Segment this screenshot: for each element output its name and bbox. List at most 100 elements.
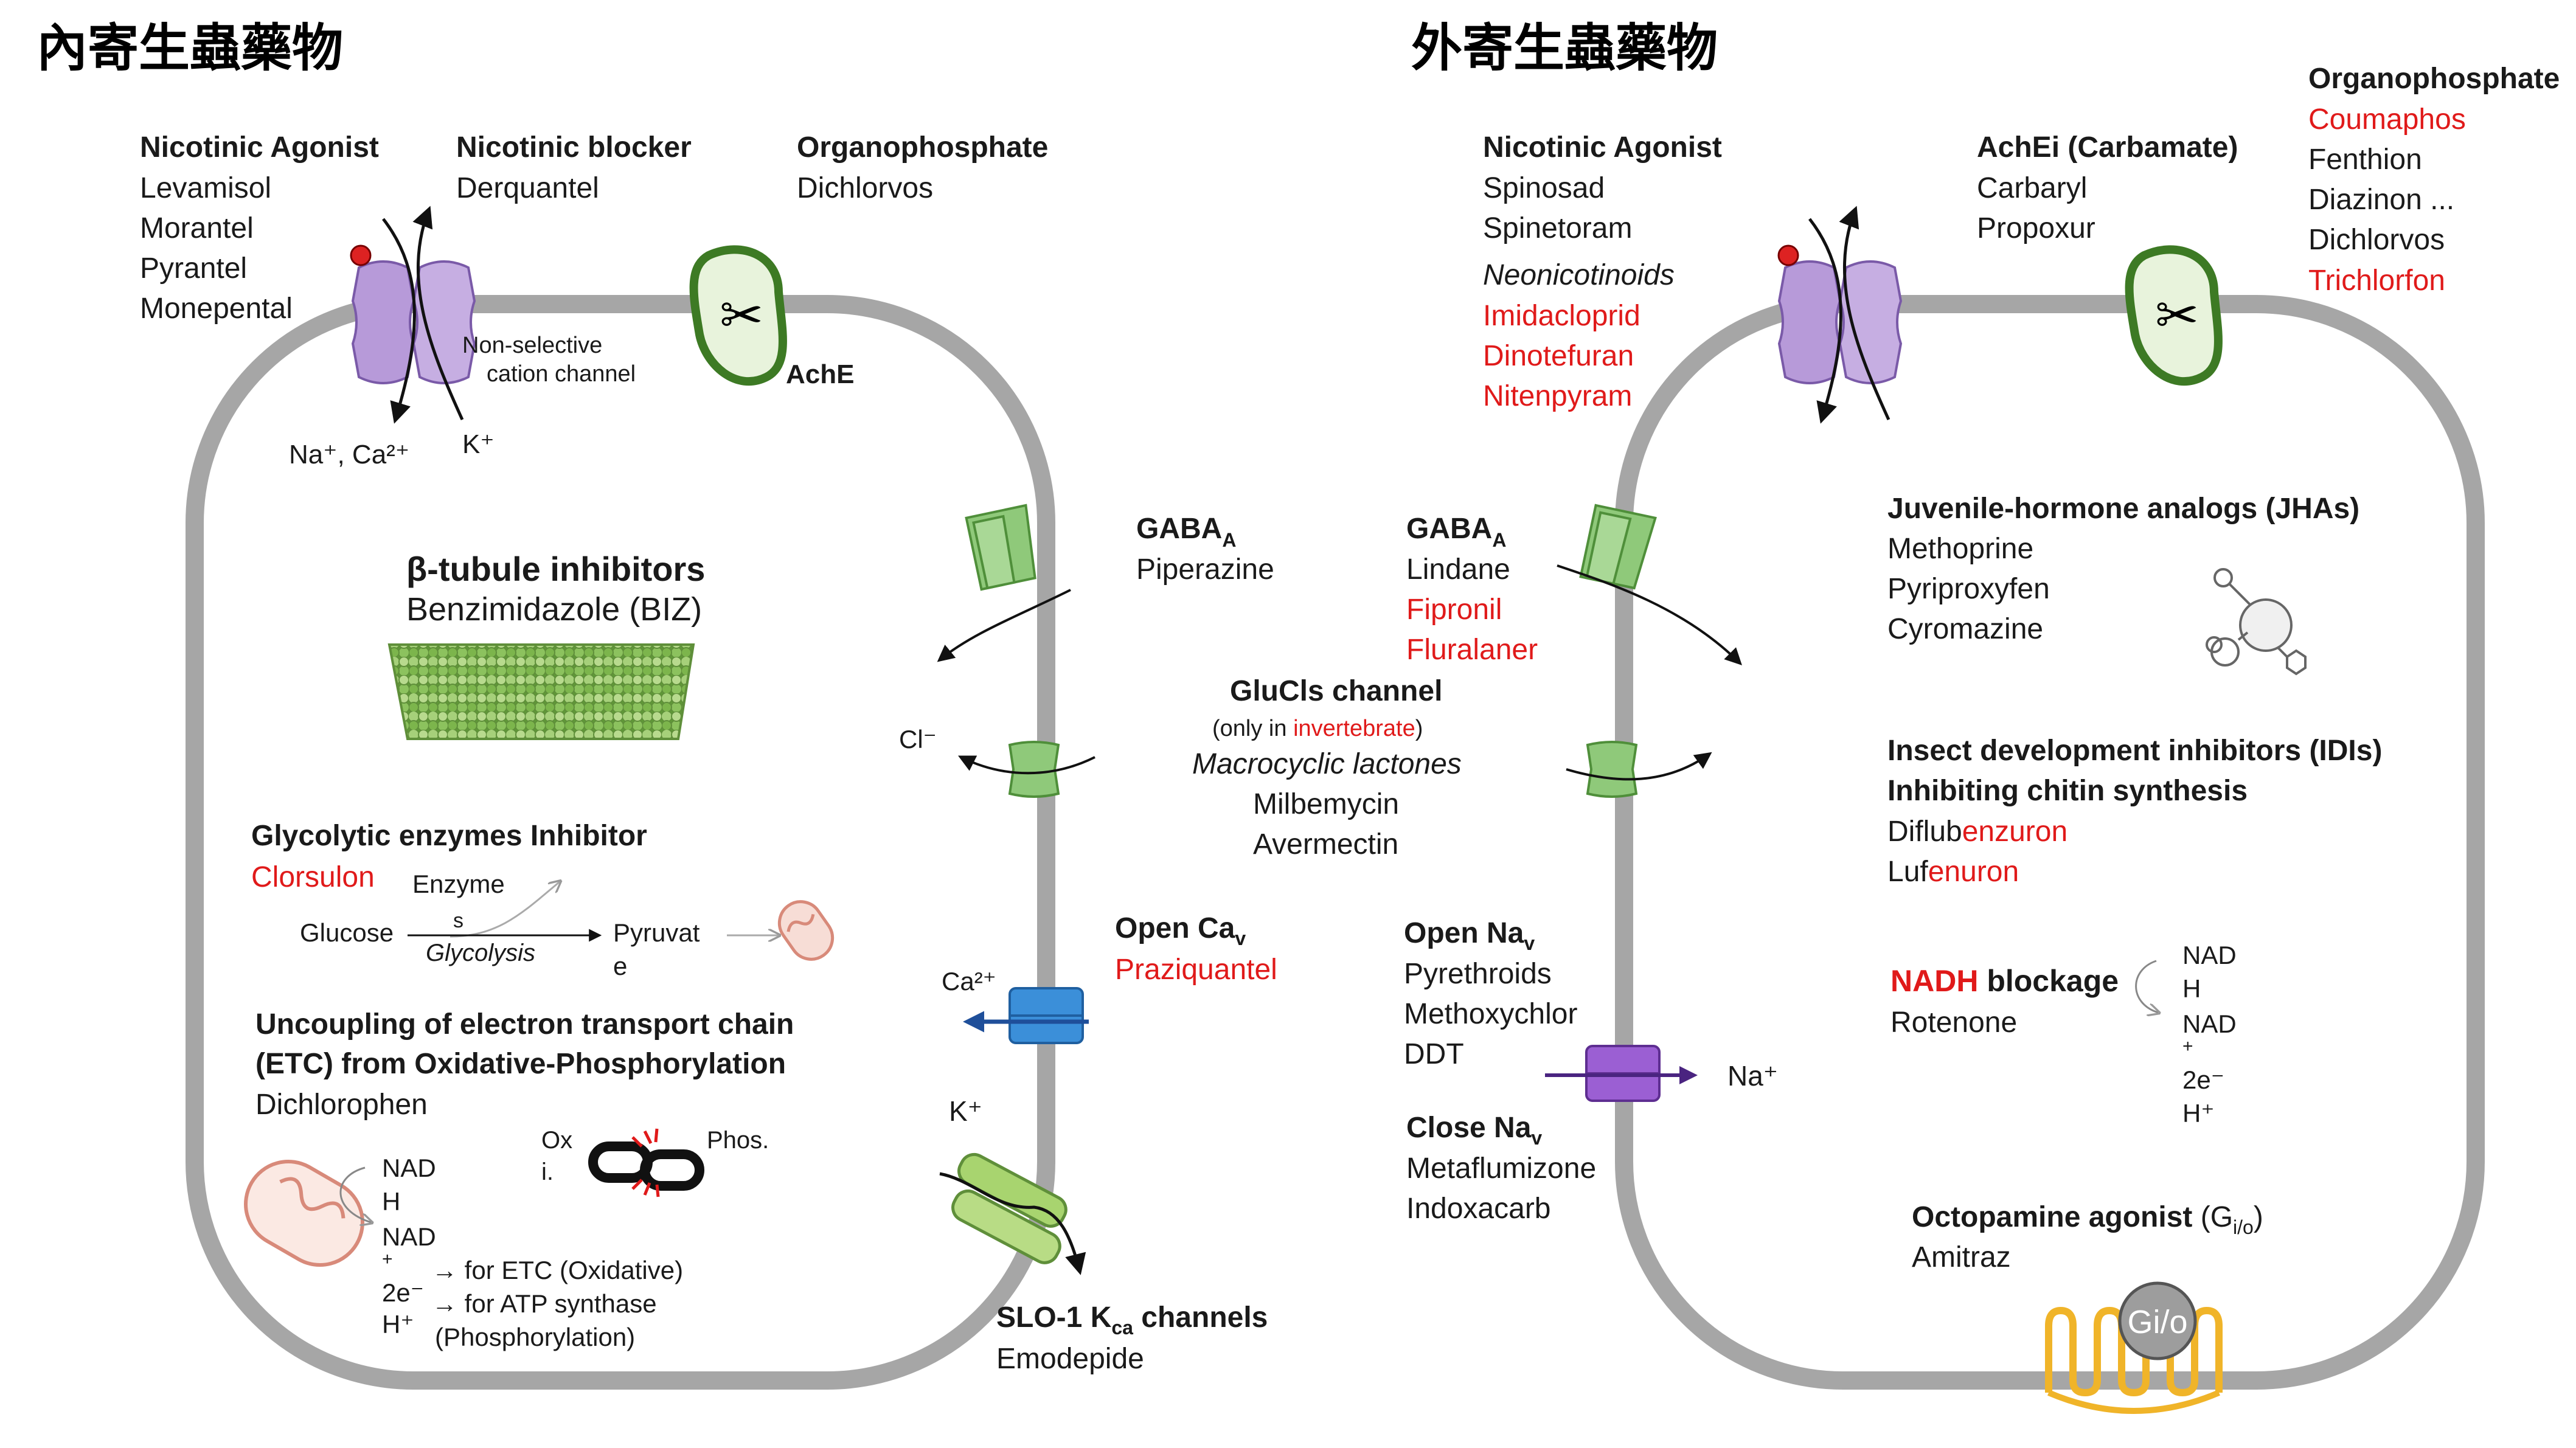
label-title: Nicotinic Agonist bbox=[1483, 131, 1722, 164]
nad-label-plus: + bbox=[2182, 1036, 2193, 1056]
beta-tubule-title: β-tubule inhibitors bbox=[406, 550, 705, 588]
nadh-label-line2: H bbox=[382, 1187, 400, 1216]
drug-name: Pyrantel bbox=[140, 252, 247, 285]
cation-efflux-arrow bbox=[412, 206, 464, 421]
right-nicotinic-agonist: Nicotinic Agonist Spinosad Spinetoram Ne… bbox=[1483, 131, 1722, 412]
nicotinic-channel-left bbox=[350, 206, 476, 424]
open-na-drug: Methoxychlor bbox=[1404, 998, 1577, 1030]
gaba-left-title: GABAA bbox=[1136, 513, 1236, 551]
proton-label: H⁺ bbox=[382, 1310, 414, 1339]
left-panel-heading: 內寄生蟲藥物 bbox=[36, 18, 343, 78]
ache-enzyme-left: ✂ bbox=[689, 245, 787, 386]
glycolytic-title: Glycolytic enzymes Inhibitor bbox=[251, 820, 647, 852]
jha-drug: Methoprine bbox=[1887, 533, 2033, 565]
drug-name: Coumaphos bbox=[2308, 103, 2466, 136]
drug-class: Neonicotinoids bbox=[1483, 259, 1675, 291]
potassium-ion-label: K⁺ bbox=[949, 1095, 982, 1127]
channel-label-line2: cation channel bbox=[487, 361, 636, 387]
right-organophosphate: Organophosphate Coumaphos Fenthion Diazi… bbox=[2308, 63, 2560, 297]
ions-in-label: Na⁺, Ca²⁺ bbox=[289, 440, 409, 469]
right-panel-heading: 外寄生蟲藥物 bbox=[1411, 18, 1718, 78]
molecule-icon bbox=[2206, 568, 2307, 676]
close-na-drug: Indoxacarb bbox=[1406, 1193, 1551, 1225]
scissors-icon: ✂ bbox=[2155, 286, 2199, 345]
nicotinic-channel-right bbox=[1777, 206, 1903, 424]
etc-line: → for ETC (Oxidative) bbox=[432, 1256, 683, 1284]
achei-drug: Carbaryl bbox=[1977, 172, 2087, 204]
ache-enzyme-right: ✂ bbox=[2125, 245, 2223, 386]
nadh-label: NAD bbox=[2182, 941, 2237, 969]
nad-label-plus: + bbox=[382, 1249, 393, 1269]
nadh-blockage-title: NADH blockage bbox=[1890, 964, 2119, 998]
open-na-title: Open Nav bbox=[1404, 917, 1535, 954]
glucl-channel-left bbox=[957, 741, 1095, 798]
electron-label: 2e⁻ bbox=[382, 1278, 424, 1307]
tubule-icon bbox=[387, 643, 695, 740]
achei-title: AchEi (Carbamate) bbox=[1977, 131, 2238, 164]
sodium-ion-label: Na⁺ bbox=[1727, 1060, 1778, 1092]
open-na-drug: Pyrethroids bbox=[1404, 958, 1552, 990]
drug-name: Spinosad bbox=[1483, 172, 1605, 204]
macrocyclic-drug: Avermectin bbox=[1253, 828, 1398, 861]
glucose-label: Glucose bbox=[300, 918, 394, 947]
slo1-title: SLO-1 Kca channels bbox=[996, 1301, 1268, 1339]
mitochondrion-icon-large bbox=[244, 1160, 364, 1267]
jha-drug: Pyriproxyfen bbox=[1887, 573, 2050, 605]
drug-name: Diazinon ... bbox=[2308, 184, 2454, 216]
enzyme-label-line2: s bbox=[453, 909, 463, 932]
drug-name: Spinetoram bbox=[1483, 212, 1632, 244]
uncoupling-title-line2: (ETC) from Oxidative-Phosphorylation bbox=[255, 1048, 786, 1080]
chloride-ion-label: Cl⁻ bbox=[899, 725, 937, 753]
octopamine-title: Octopamine agonist (Gi/o) bbox=[1912, 1201, 2263, 1238]
proton-label: H⁺ bbox=[2182, 1099, 2215, 1128]
idi-title-line2: Inhibiting chitin synthesis bbox=[1887, 775, 2248, 807]
left-cell-membrane bbox=[186, 295, 1055, 1390]
uncoupling-drug: Dichlorophen bbox=[255, 1089, 428, 1121]
drug-name: Levamisol bbox=[140, 172, 271, 204]
gaba-right-drug: Lindane bbox=[1406, 553, 1510, 586]
glucl-channel-right bbox=[1566, 741, 1712, 798]
glycolytic-drug: Clorsulon bbox=[251, 861, 375, 893]
enzyme-label: Enzyme bbox=[412, 870, 505, 898]
electron-label: 2e⁻ bbox=[2182, 1065, 2224, 1094]
slo1-channel-left bbox=[939, 1152, 1086, 1275]
oxi-label: Ox bbox=[541, 1127, 572, 1154]
drug-name: Monepental bbox=[140, 293, 293, 325]
pyruvate-label-line2: e bbox=[613, 952, 627, 980]
gaba-left-drug: Piperazine bbox=[1136, 553, 1274, 586]
gio-label: Gi/o bbox=[2127, 1304, 2187, 1340]
left-organophosphate-drug: Dichlorvos bbox=[797, 172, 933, 204]
idi-title-line1: Insect development inhibitors (IDIs) bbox=[1887, 735, 2382, 767]
label-title: Nicotinic Agonist bbox=[140, 131, 379, 164]
agonist-ligand-icon bbox=[1777, 244, 1799, 266]
gaba-right-drug: Fluralaner bbox=[1406, 634, 1538, 666]
na-channel-right bbox=[1545, 1045, 1698, 1102]
nadh-blockage-drug: Rotenone bbox=[1890, 1006, 2017, 1039]
calcium-ion-label: Ca²⁺ bbox=[942, 967, 996, 996]
nadh-label-line2: H bbox=[2182, 974, 2201, 1003]
phos-line: (Phosphorylation) bbox=[435, 1323, 635, 1351]
jha-drug: Cyromazine bbox=[1887, 613, 2043, 645]
beta-tubule-drug: Benzimidazole (BIZ) bbox=[406, 591, 702, 628]
left-nicotinic-agonist: Nicotinic Agonist Levamisol Morantel Pyr… bbox=[140, 131, 379, 325]
mitochondrion-icon-small bbox=[777, 900, 835, 961]
nad-label: NAD bbox=[382, 1222, 436, 1251]
uncoupling-title-line1: Uncoupling of electron transport chain bbox=[255, 1008, 794, 1041]
channel-label-line1: Non-selective bbox=[462, 333, 602, 358]
gaba-channel-right bbox=[1557, 504, 1742, 665]
close-na-drug: Metaflumizone bbox=[1406, 1152, 1596, 1185]
gaba-right-drug: Fipronil bbox=[1406, 594, 1502, 626]
drug-name: Dinotefuran bbox=[1483, 340, 1634, 372]
pyruvate-label: Pyruvat bbox=[613, 918, 700, 947]
drug-name: Nitenpyram bbox=[1483, 380, 1632, 412]
macrocyclic-class: Macrocyclic lactones bbox=[1192, 748, 1462, 780]
broken-chain-icon bbox=[588, 1128, 704, 1197]
ca-channel-left bbox=[963, 987, 1089, 1044]
drug-name: Morantel bbox=[140, 212, 254, 244]
gaba-channel-left bbox=[937, 504, 1071, 662]
macrocyclic-drug: Milbemycin bbox=[1253, 788, 1399, 820]
glucls-note: (only in invertebrate) bbox=[1212, 716, 1423, 741]
nadh-label: NAD bbox=[382, 1154, 436, 1182]
nadh-oxidation-arrow-right bbox=[2135, 960, 2158, 1013]
